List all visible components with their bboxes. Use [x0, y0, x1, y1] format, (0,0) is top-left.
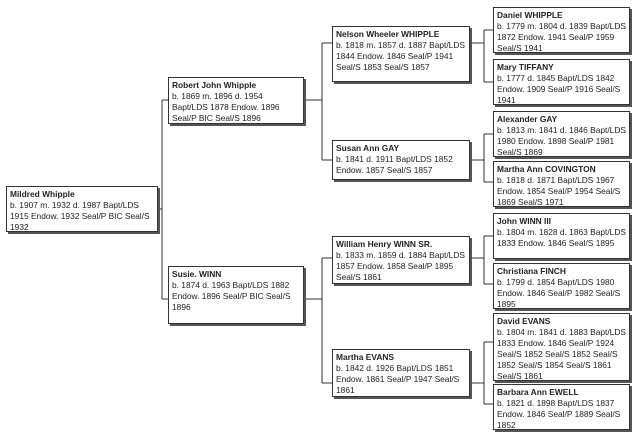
person-name: David EVANS: [497, 316, 551, 326]
person-box-robert-john-whipple: Robert John Whipple b. 1869 m. 1896 d. 1…: [168, 77, 304, 124]
person-details: b. 1818 m. 1857 d. 1887 Bapt/LDS 1844 En…: [336, 40, 465, 72]
person-name: Mary TIFFANY: [497, 62, 554, 72]
person-details: b. 1842 d. 1926 Bapt/LDS 1851 Endow. 186…: [336, 363, 460, 395]
person-details: b. 1777 d. 1845 Bapt/LDS 1842 Endow. 190…: [497, 73, 621, 105]
person-details: b. 1799 d. 1854 Bapt/LDS 1980 Endow. 184…: [497, 277, 621, 309]
person-name: Alexander GAY: [497, 114, 558, 124]
person-name: John WINN III: [497, 216, 551, 226]
person-details: b. 1804 m. 1841 d. 1883 Bapt/LDS 1833 En…: [497, 327, 626, 381]
person-name: Nelson Wheeler WHIPPLE: [336, 29, 440, 39]
person-name: Barbara Ann EWELL: [497, 387, 579, 397]
person-box-martha-evans: Martha EVANS b. 1842 d. 1926 Bapt/LDS 18…: [332, 349, 470, 397]
person-details: b. 1821 d. 1898 Bapt/LDS 1837 Endow. 184…: [497, 398, 621, 430]
person-name: Daniel WHIPPLE: [497, 10, 563, 20]
person-details: b. 1813 m. 1841 d. 1846 Bapt/LDS 1980 En…: [497, 125, 626, 157]
person-box-susan-ann-gay: Susan Ann GAY b. 1841 d. 1911 Bapt/LDS 1…: [332, 140, 470, 180]
person-name: Martha EVANS: [336, 352, 395, 362]
person-details: b. 1804 m. 1828 d. 1863 Bapt/LDS 1833 En…: [497, 227, 626, 248]
person-name: Robert John Whipple: [172, 80, 257, 90]
person-details: b. 1833 m. 1859 d. 1884 Bapt/LDS 1857 En…: [336, 250, 465, 282]
person-box-susie-winn: Susie. WINN b. 1874 d. 1963 Bapt/LDS 188…: [168, 266, 304, 324]
person-box-barbara-ann-ewell: Barbara Ann EWELL b. 1821 d. 1898 Bapt/L…: [493, 384, 630, 430]
person-box-william-henry-winn-sr: William Henry WINN SR. b. 1833 m. 1859 d…: [332, 236, 470, 284]
person-details: b. 1779 m. 1804 d. 1839 Bapt/LDS 1872 En…: [497, 21, 626, 53]
person-name: Susan Ann GAY: [336, 143, 400, 153]
person-box-mildred-whipple: Mildred Whipple b. 1907 m. 1932 d. 1987 …: [6, 186, 158, 232]
person-box-alexander-gay: Alexander GAY b. 1813 m. 1841 d. 1846 Ba…: [493, 111, 630, 157]
person-name: William Henry WINN SR.: [336, 239, 433, 249]
person-name: Susie. WINN: [172, 269, 222, 279]
person-box-christiana-finch: Christiana FINCH b. 1799 d. 1854 Bapt/LD…: [493, 263, 630, 309]
person-details: b. 1841 d. 1911 Bapt/LDS 1852 Endow. 185…: [336, 154, 453, 175]
person-box-david-evans: David EVANS b. 1804 m. 1841 d. 1883 Bapt…: [493, 313, 630, 381]
person-box-nelson-wheeler-whipple: Nelson Wheeler WHIPPLE b. 1818 m. 1857 d…: [332, 26, 470, 82]
person-box-john-winn-iii: John WINN III b. 1804 m. 1828 d. 1863 Ba…: [493, 213, 630, 259]
person-name: Mildred Whipple: [10, 189, 75, 199]
person-box-martha-ann-covington: Martha Ann COVINGTON b. 1818 d. 1871 Bap…: [493, 161, 630, 207]
person-name: Martha Ann COVINGTON: [497, 164, 596, 174]
person-details: b. 1869 m. 1896 d. 1954 Bapt/LDS 1878 En…: [172, 91, 280, 123]
person-details: b. 1818 d. 1871 Bapt/LDS 1967 Endow. 185…: [497, 175, 621, 207]
person-box-mary-tiffany: Mary TIFFANY b. 1777 d. 1845 Bapt/LDS 18…: [493, 59, 630, 105]
person-details: b. 1907 m. 1932 d. 1987 Bapt/LDS 1915 En…: [10, 200, 150, 232]
person-details: b. 1874 d. 1963 Bapt/LDS 1882 Endow. 189…: [172, 280, 291, 312]
person-name: Christiana FINCH: [497, 266, 566, 276]
person-box-daniel-whipple: Daniel WHIPPLE b. 1779 m. 1804 d. 1839 B…: [493, 7, 630, 53]
